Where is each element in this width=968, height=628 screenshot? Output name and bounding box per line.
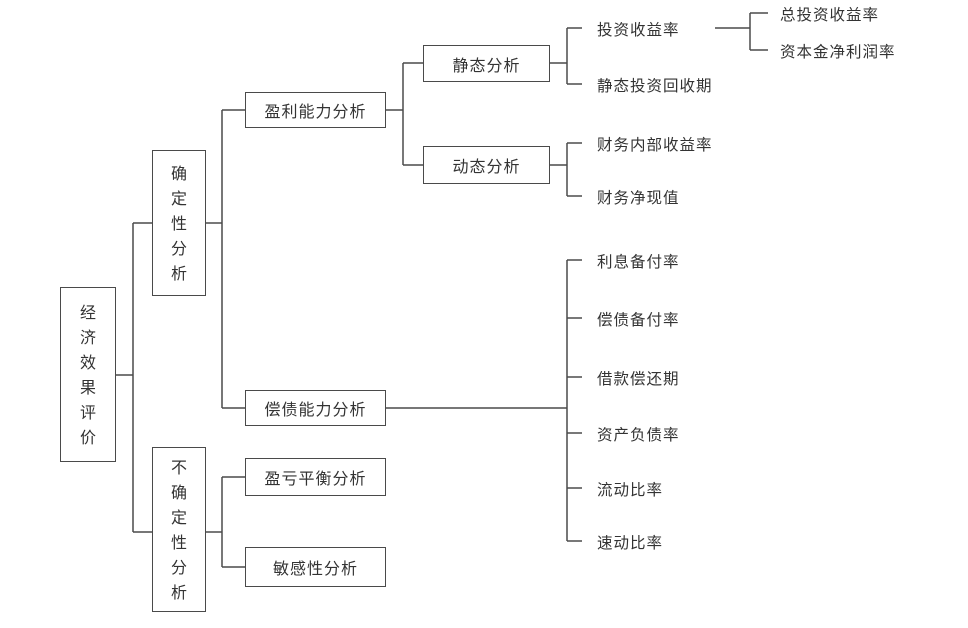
root-node: 经济效果评价 — [60, 287, 116, 462]
certain-analysis-node: 确定性分析 — [152, 150, 206, 296]
certain-analysis-label: 确定性分析 — [170, 163, 187, 283]
profitability-analysis-node: 盈利能力分析 — [245, 92, 386, 128]
leaf-quick-ratio: 速动比率 — [597, 534, 664, 552]
uncertain-analysis-node: 不确定性分析 — [152, 447, 206, 612]
leaf-asset-liability-ratio: 资产负债率 — [597, 426, 680, 444]
leaf-debt-service-coverage: 偿债备付率 — [597, 311, 680, 329]
leaf-roi: 投资收益率 — [597, 21, 680, 39]
dynamic-analysis-node: 动态分析 — [423, 146, 550, 184]
leaf-npv: 财务净现值 — [597, 189, 680, 207]
leaf-total-roi: 总投资收益率 — [780, 6, 880, 24]
leaf-irr: 财务内部收益率 — [597, 136, 713, 154]
leaf-interest-coverage: 利息备付率 — [597, 253, 680, 271]
leaf-current-ratio: 流动比率 — [597, 481, 664, 499]
root-label: 经济效果评价 — [79, 302, 96, 447]
leaf-capital-net-profit: 资本金净利润率 — [780, 43, 896, 61]
sensitivity-analysis-node: 敏感性分析 — [245, 547, 386, 587]
breakeven-analysis-node: 盈亏平衡分析 — [245, 458, 386, 496]
static-analysis-node: 静态分析 — [423, 45, 550, 82]
leaf-loan-repayment-period: 借款偿还期 — [597, 370, 680, 388]
uncertain-analysis-label: 不确定性分析 — [170, 457, 187, 602]
leaf-static-payback: 静态投资回收期 — [597, 77, 713, 95]
solvency-analysis-node: 偿债能力分析 — [245, 390, 386, 426]
